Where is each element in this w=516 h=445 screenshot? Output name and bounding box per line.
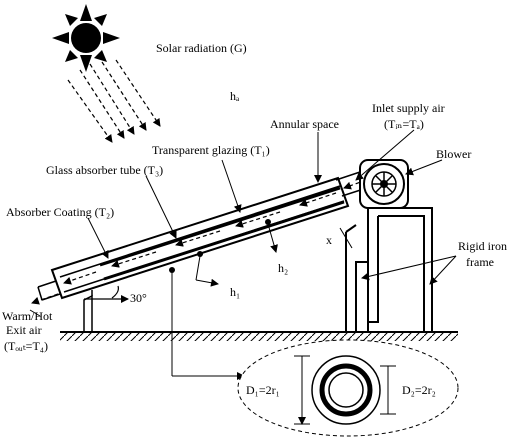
sun-icon (52, 4, 120, 72)
x-label: x (326, 233, 332, 247)
h1-label: h₁ (230, 285, 240, 299)
inlet-temp-label: (Tᵢₙ=Tₐ) (384, 117, 424, 131)
flow-arrows (31, 179, 367, 305)
exit-air-label-1: Warm/Hot (2, 309, 53, 323)
ha-label: hₐ (230, 89, 240, 103)
rigid-iron-label-1: Rigid iron (458, 239, 507, 253)
solar-rays (67, 59, 161, 143)
d2-label: D₂=2r₂ (402, 383, 436, 397)
transparent-glazing-label: Transparent glazing (T₁) (152, 143, 270, 157)
cross-section (237, 339, 459, 437)
measurement-points (169, 219, 271, 273)
leader-lines (29, 129, 457, 380)
angle-label: 30° (130, 291, 147, 305)
exit-temp-label: (Tₒᵤₜ=T₄) (4, 339, 48, 353)
exit-air-label-2: Exit air (6, 323, 42, 337)
angle-arc (111, 285, 119, 299)
ground (60, 331, 458, 341)
glass-absorber-tube-label: Glass absorber tube (T₃) (46, 163, 163, 177)
blower-icon (359, 159, 409, 209)
rigid-iron-label-2: frame (466, 255, 494, 269)
left-support (83, 294, 93, 332)
rigid-iron-frame (345, 207, 433, 332)
h2-label: h₂ (278, 261, 288, 275)
absorber-coating-label: Absorber Coating (T₂) (6, 205, 114, 219)
inlet-supply-air-label: Inlet supply air (372, 101, 445, 115)
blower-label: Blower (436, 147, 471, 161)
solar-radiation-label: Solar radiation (G) (156, 41, 247, 55)
d1-label: D₁=2r₁ (246, 383, 280, 397)
annular-space-label: Annular space (270, 117, 339, 131)
